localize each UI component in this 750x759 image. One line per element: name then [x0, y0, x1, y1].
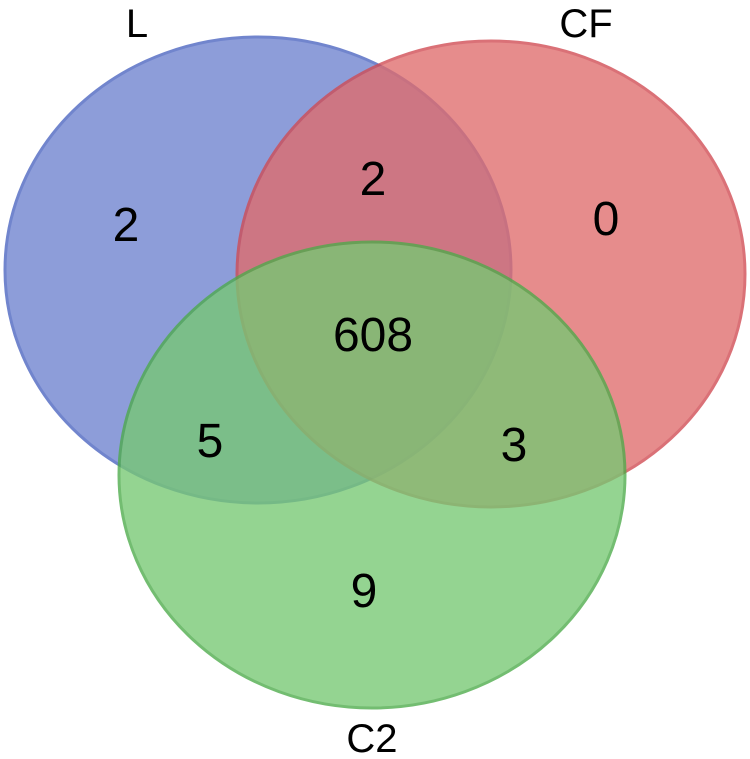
set-label-c2: C2	[346, 717, 397, 759]
set-c2-circle	[117, 240, 627, 710]
set-label-cf: CF	[559, 2, 612, 46]
count-c2-only: 9	[351, 565, 378, 618]
count-l-only: 2	[113, 199, 140, 252]
count-l-c2: 5	[197, 415, 224, 468]
count-l-cf-c2: 608	[333, 309, 413, 362]
count-cf-c2: 3	[501, 419, 528, 472]
count-cf-only: 0	[593, 193, 620, 246]
set-label-l: L	[126, 2, 148, 46]
count-l-cf: 2	[360, 153, 387, 206]
